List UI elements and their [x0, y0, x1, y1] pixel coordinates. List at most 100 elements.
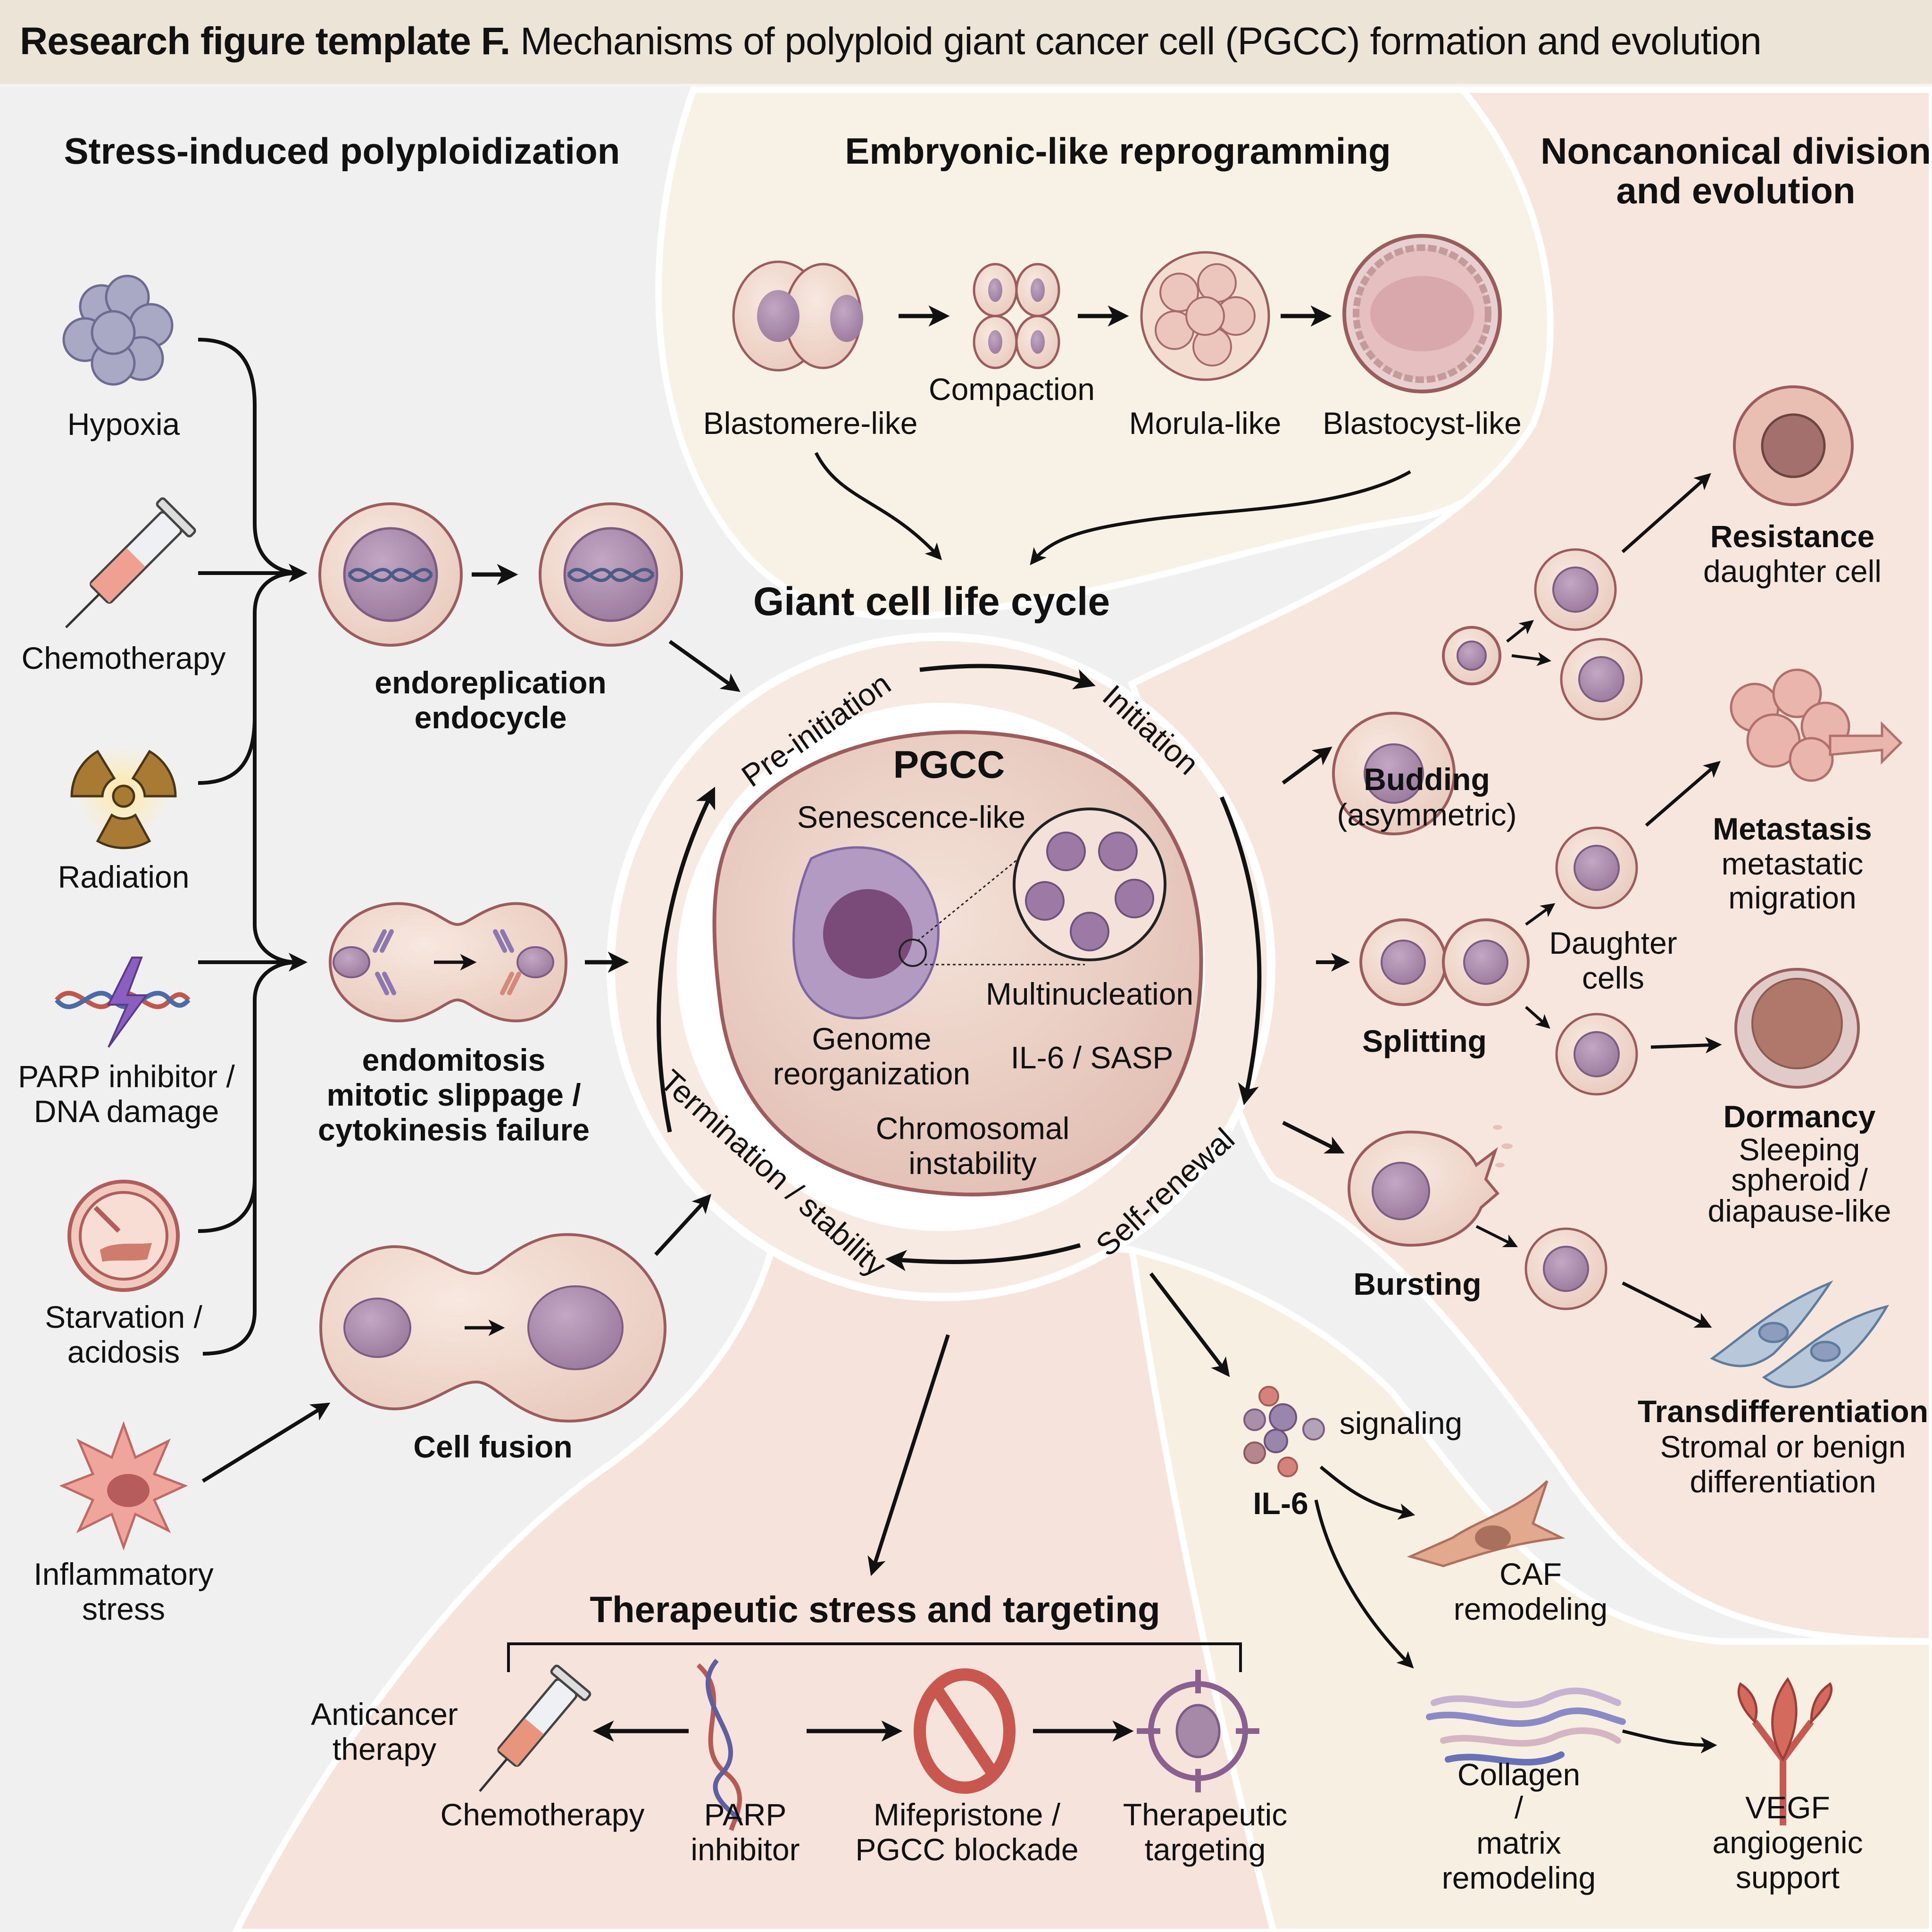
inducer-connectors [198, 338, 331, 1483]
figure-title-prefix: Research figure template F. [20, 20, 510, 63]
outcome-resistance-line: daughter cell [1703, 554, 1882, 589]
embryonic-to-lifecycle-arrows [814, 452, 1411, 566]
anticancer-label-2: therapy [332, 1732, 437, 1766]
collagen-label-3: matrix [1476, 1825, 1561, 1860]
section-title-therapy: Therapeutic stress and targeting [590, 1589, 1160, 1630]
prohibition-icon [914, 1668, 1016, 1794]
stage-label-compaction: Compaction [928, 372, 1095, 407]
therapy-label-targeting-1: Therapeutic [1123, 1797, 1288, 1832]
lifecycle-arrows [657, 664, 1262, 1271]
feature-senescence: Senescence-like [797, 799, 1026, 834]
il6-signaling-icon [1243, 1386, 1325, 1477]
route-label-cell-fusion: Cell fusion [413, 1429, 573, 1464]
dormancy-spheroid-icon [1734, 968, 1860, 1089]
vegf-sprout-icon [1737, 1677, 1833, 1825]
outcome-resistance-title: Resistance [1710, 519, 1875, 554]
il6-label: IL-6 [1253, 1486, 1308, 1521]
vegf-label-1: VEGF [1745, 1790, 1830, 1825]
starvation-icon [67, 1180, 180, 1292]
inducer-label-chemotherapy: Chemotherapy [21, 641, 226, 675]
transdifferentiation-cells-icon [1710, 1280, 1890, 1389]
mode-label-bursting: Bursting [1353, 1266, 1482, 1301]
caf-label-1: CAF [1499, 1557, 1562, 1591]
multinucleation-nuclei [1025, 832, 1154, 951]
outcome-dormancy-line-2: spheroid / [1731, 1162, 1868, 1197]
feature-multinucleation: Multinucleation [985, 976, 1194, 1011]
cell-cluster-icon [62, 275, 174, 386]
stage-label-blastomere: Blastomere-like [703, 406, 918, 441]
section-title-embryonic: Embryonic-like reprogramming [845, 130, 1391, 172]
therapy-syringe-icon [479, 1665, 591, 1792]
daughter-cell-bursting [1524, 1227, 1607, 1310]
section-title-stress: Stress-induced polyploidization [64, 130, 620, 172]
daughter-cell-splitting-1 [1555, 826, 1638, 909]
inducer-label-hypoxia: Hypoxia [67, 407, 180, 441]
section-title-lifecycle: Giant cell life cycle [753, 579, 1110, 624]
feature-instability: instability [908, 1146, 1037, 1181]
route-label-cytokinesis-failure: cytokinesis failure [318, 1112, 590, 1147]
figure-title-text: Mechanisms of polyploid giant cancer cel… [520, 20, 1762, 63]
outcome-dormancy-line-1: Sleeping [1739, 1132, 1860, 1167]
therapy-label-parp-1: PARP [704, 1797, 787, 1832]
feature-reorganization: reorganization [773, 1056, 971, 1091]
outcome-metastasis-title: Metastasis [1713, 811, 1872, 846]
therapy-label-parp-2: inhibitor [691, 1832, 800, 1867]
outcome-transdifferentiation-line-1: Stromal or benign [1660, 1429, 1906, 1464]
collagen-matrix-icon [1426, 1687, 1626, 1766]
vegf-label-3: support [1735, 1860, 1840, 1895]
mode-label-budding: Budding [1364, 762, 1490, 797]
outcome-dormancy-line-3: diapause-like [1707, 1193, 1891, 1228]
mode-sub-budding: (asymmetric) [1337, 797, 1517, 832]
splitting-cell-icon [1359, 918, 1530, 1006]
route-label-mitotic-slippage: mitotic slippage / [326, 1077, 581, 1112]
metastasis-cluster-icon [1730, 668, 1903, 782]
radiation-icon [70, 749, 177, 849]
title-bar: Research figure template F. Mechanisms o… [0, 0, 1932, 87]
daughter-cell-budding-2 [1560, 638, 1643, 721]
pgcc-nucleolus-icon [823, 889, 913, 979]
collagen-label-4: remodeling [1441, 1860, 1596, 1895]
daughter-cells-label-2: cells [1582, 960, 1645, 995]
therapy-label-mifepristone-2: PGCC blockade [855, 1832, 1079, 1867]
panel-therapy [232, 1223, 1277, 1932]
therapy-bracket [507, 1642, 1242, 1672]
endoreplication-cells [318, 502, 683, 647]
inducer-label-parp: PARP inhibitor / DNA damage [18, 1059, 235, 1129]
section-title-noncanonical-2: and evolution [1616, 170, 1856, 211]
caf-fibroblast-icon [1407, 1480, 1566, 1567]
inducer-label-starvation: Starvation / acidosis [45, 1299, 202, 1369]
inflammatory-cell-icon [59, 1421, 188, 1551]
route-label-endomitosis: endomitosis [362, 1042, 546, 1077]
collagen-label-1: Collagen [1457, 1757, 1581, 1792]
inducer-label-inflammatory: Inflammatory stress [33, 1557, 214, 1626]
stage-label-morula: Morula-like [1129, 406, 1282, 441]
bursting-cell-icon [1347, 1125, 1513, 1247]
endomitosis-cells [328, 902, 568, 1023]
route-label-endoreplication: endoreplication [375, 665, 607, 700]
outcome-transdifferentiation-title: Transdifferentiation [1637, 1394, 1929, 1429]
outcome-transdifferentiation-line-2: differentiation [1690, 1464, 1876, 1499]
outcome-metastasis-line-1: metastatic [1721, 846, 1864, 881]
syringe-icon [65, 497, 196, 628]
pgcc-title: PGCC [893, 743, 1005, 786]
blastocyst-like-icon [1342, 234, 1502, 393]
feature-chromosomal: Chromosomal [875, 1111, 1070, 1146]
stage-label-blastocyst: Blastocyst-like [1323, 406, 1522, 441]
feature-genome: Genome [812, 1021, 932, 1056]
resistance-cell-icon [1733, 385, 1854, 506]
figure-title: Research figure template F. Mechanisms o… [20, 18, 1762, 65]
cell-fusion-cells [319, 1233, 667, 1423]
caf-label-2: remodeling [1453, 1591, 1608, 1626]
vegf-label-2: angiogenic [1712, 1825, 1863, 1860]
outcome-metastasis-line-2: migration [1728, 880, 1857, 915]
dna-damage-icon [55, 957, 191, 1048]
budding-cell-icon [1332, 626, 1501, 835]
target-icon [1137, 1670, 1259, 1792]
feature-il6-sasp: IL-6 / SASP [1010, 1040, 1174, 1075]
mode-label-splitting: Splitting [1362, 1024, 1487, 1058]
outcome-dormancy-title: Dormancy [1723, 1099, 1876, 1134]
daughter-cell-splitting-2 [1555, 1013, 1638, 1096]
blastomere-like-icon [732, 260, 863, 372]
daughter-cells-label-1: Daughter [1549, 925, 1677, 960]
